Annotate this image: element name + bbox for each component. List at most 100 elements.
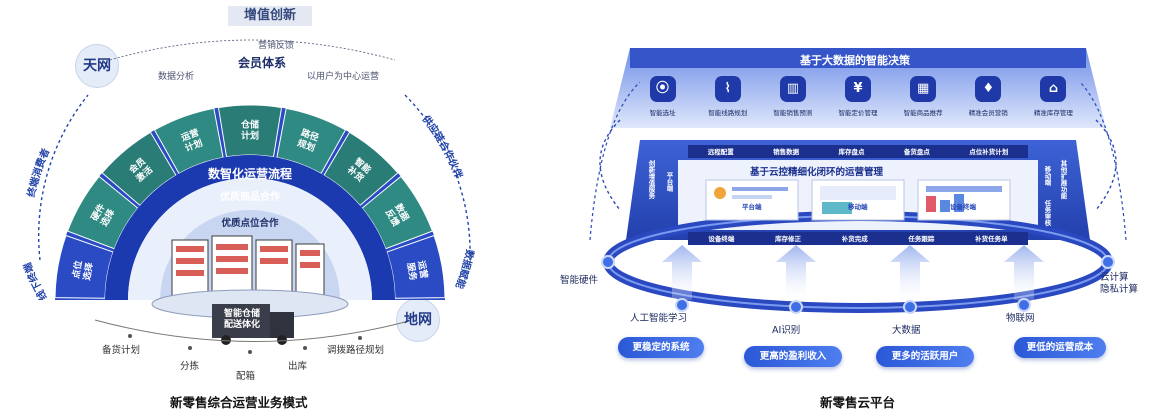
right-chip-review: 任务审核 <box>1043 200 1051 226</box>
dot-iot <box>1017 298 1031 312</box>
left-chip-platform: 平台端 <box>665 172 673 192</box>
bar-chart-icon: ▥ <box>779 76 806 102</box>
dot-ai-learning <box>675 298 689 312</box>
tag-iot: 物联网 <box>1006 313 1035 324</box>
cloud-title: 基于云控精细化闭环的运营管理 <box>750 167 884 178</box>
pill-stable-system: 更稳定的系统 <box>618 337 704 358</box>
arc-label-data: 数据赋能 <box>453 248 477 290</box>
vending-goods <box>176 244 320 276</box>
screen-label-platform: 平台端 <box>742 203 762 211</box>
dot-big-data <box>903 300 917 314</box>
cloud-platform-graphic <box>589 48 1127 314</box>
step-dot-5 <box>358 336 362 340</box>
yen-icon: ¥ <box>844 76 871 102</box>
right-loop-dash <box>1095 119 1117 211</box>
step-dot-2 <box>188 346 192 350</box>
process-segment-label-8: 运营服务 <box>405 260 431 283</box>
member-icon: ♦ <box>975 76 1002 102</box>
warehouse-icon: ⌂ <box>1040 76 1067 102</box>
dot-ai-recognition <box>789 300 803 314</box>
bottom-chip-1: 库存修正 <box>775 235 802 243</box>
bottom-chip-4: 补货任务单 <box>975 235 1008 243</box>
decision-label: 智能线路规划 <box>708 109 748 117</box>
bottom-chips: 设备终端 库存修正 补货完成 任务跟踪 补货任务单 <box>688 233 1028 243</box>
pill-higher-income: 更高的盈利收入 <box>744 346 842 367</box>
process-segment-label-4: 仓储计划 <box>240 119 259 142</box>
top-chip-1: 销售数据 <box>773 148 800 156</box>
value-innovation-banner: 增值创新 <box>228 6 312 26</box>
bottom-chip-bar <box>688 232 1028 245</box>
decision-item-0: ⦿智能选址 <box>630 76 695 117</box>
truck-wheel-2 <box>277 335 287 345</box>
decision-label: 智能定价管理 <box>838 109 878 117</box>
decision-row: ⦿智能选址 ⌇ 智能线路规划 ▥ 智能销售预测 ¥ 智能定价管理 ▦ 智能商品推荐 ♦ 精准会员营销… <box>630 76 1086 117</box>
member-system-label: 会员体系 <box>238 56 287 70</box>
business-arc-graphic: 点位选择硬件选择会员激活运营计划仓储计划路径规划智能补货数据反馈运营服务 终端消… <box>20 39 477 354</box>
step-dot-3 <box>248 350 252 354</box>
truck-label: 智能仓储 配送体化 <box>223 309 260 330</box>
decision-item-4: ▦ 智能商品推荐 <box>891 76 956 117</box>
right-dashed-arc <box>404 94 471 261</box>
route-icon: ⌇ <box>714 76 741 102</box>
sky-net-node: 天网 <box>75 44 119 88</box>
process-title: 数智化运营流程 <box>208 166 292 181</box>
decision-item-2: ▥ 智能销售预测 <box>760 76 825 117</box>
bottom-chip-3: 任务跟踪 <box>908 235 935 243</box>
tag-big-data: 大数据 <box>892 325 921 336</box>
top-chip-4: 点位补货计划 <box>969 148 1009 156</box>
ground-net-node: 地网 <box>396 298 440 342</box>
tag-cloud: 云计算 隐私计算 <box>1100 272 1139 295</box>
user-center-label: 以用户为中心运营 <box>307 72 380 82</box>
decision-item-6: ⌂ 精准库存管理 <box>1021 76 1086 117</box>
left-loop-dash <box>599 119 621 211</box>
data-analysis-label: 数据分析 <box>158 72 195 82</box>
arc-label-offline: 线下终端 <box>20 261 49 303</box>
upward-arrows <box>662 245 1044 300</box>
marketing-feedback-label: 营销反馈 <box>258 41 295 51</box>
decision-label: 智能选址 <box>649 109 676 117</box>
bottom-chip-0: 设备终端 <box>708 235 735 243</box>
top-chip-bar <box>688 145 1028 158</box>
step-routing: 调拨路径规划 <box>327 345 385 356</box>
arc-label-supply: 供应链合作伙伴 <box>419 112 466 181</box>
left-chip-innovation: 创新增值服务 <box>647 160 655 199</box>
screen-label-terminal: 设备终端 <box>950 203 976 211</box>
right-caption: 新零售云平台 <box>820 395 896 410</box>
screen-widgets <box>714 186 1002 214</box>
step-dot-4 <box>303 346 307 350</box>
tag-hardware: 智能硬件 <box>560 275 599 286</box>
decision-label: 智能销售预测 <box>773 109 813 117</box>
dot-cloud <box>1101 255 1115 269</box>
screen-platform <box>705 179 799 221</box>
truck-wheel-1 <box>221 335 231 345</box>
goods-coop-label: 优质商品合作 <box>220 190 280 203</box>
decision-label: 智能商品推荐 <box>903 109 943 117</box>
step-dot-1 <box>128 334 132 338</box>
left-caption: 新零售综合运营业务模式 <box>170 395 308 410</box>
decision-label: 精准库存管理 <box>1033 109 1073 117</box>
pill-more-users: 更多的活跃用户 <box>876 346 974 367</box>
top-chips: 远程配置销售数据库存盘点备货盘点点位补货计划 <box>688 146 1028 156</box>
tag-ai-recognition: AI识别 <box>772 325 801 336</box>
cloud-platform-diagram: 基于大数据的智能决策 ⦿智能选址 ⌇ 智能线路规划 ▥ 智能销售预测 ¥ 智能定价管理 ▦ 智能… <box>560 0 1156 414</box>
decision-item-5: ♦ 精准会员营销 <box>956 76 1021 117</box>
goods-icon: ▦ <box>910 76 937 102</box>
bottom-chip-2: 补货完成 <box>841 235 868 243</box>
decision-title-bar <box>630 48 1086 68</box>
top-loop-line <box>109 39 396 61</box>
decision-item-3: ¥ 智能定价管理 <box>825 76 890 117</box>
dot-hardware <box>601 255 615 269</box>
decision-label: 精准会员营销 <box>968 109 1008 117</box>
pill-lower-cost: 更低的运营成本 <box>1014 337 1106 358</box>
business-model-diagram: 增值创新 营销反馈 会员体系 数据分析 以用户为中心运营 天网 地网 点位选择硬… <box>0 0 520 414</box>
top-chip-2: 库存盘点 <box>838 148 865 156</box>
top-chip-3: 备货盘点 <box>903 148 930 156</box>
arc-label-consumer: 终端消费者 <box>24 146 52 198</box>
tag-ai-learning: 人工智能学习 <box>630 313 688 324</box>
decision-title: 基于大数据的智能决策 <box>800 54 910 67</box>
logistics-arrow <box>94 319 406 342</box>
inner-arch <box>105 155 395 300</box>
step-sorting: 分拣 <box>180 361 200 372</box>
truck-body <box>212 304 270 338</box>
process-segment-label-0: 点位选择 <box>70 259 96 282</box>
